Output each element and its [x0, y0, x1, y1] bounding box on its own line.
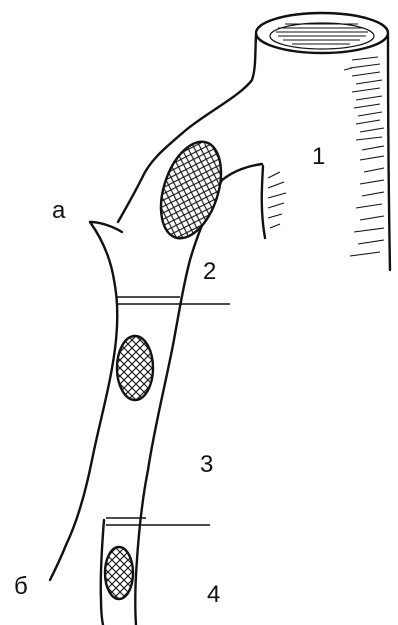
lesion-segment-3 — [117, 336, 153, 400]
vessel-shading — [268, 57, 384, 256]
label-vessel-1: 1 — [312, 143, 325, 170]
segment-dividers — [106, 297, 230, 525]
descending-artery — [50, 180, 222, 625]
label-segment-3: 3 — [200, 451, 213, 478]
vessel-right-wall — [388, 35, 390, 270]
branch-b-wall — [101, 520, 104, 625]
label-branch-a: а — [52, 197, 66, 224]
label-segment-2: 2 — [203, 258, 216, 285]
artery-right-wall — [135, 180, 222, 625]
label-segment-4: 4 — [207, 581, 220, 608]
lesion-segment-4 — [105, 547, 133, 599]
artery-left-wall — [50, 222, 117, 580]
label-branch-b: б — [14, 573, 28, 600]
vessel-opening — [256, 13, 388, 53]
large-vessel — [118, 13, 390, 270]
